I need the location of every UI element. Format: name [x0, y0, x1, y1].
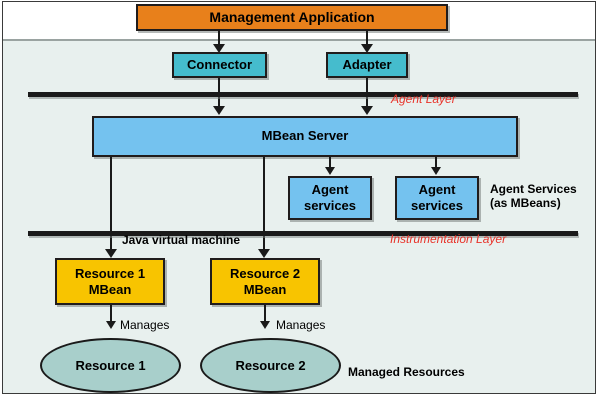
node-adapter[interactable]: Adapter [326, 52, 408, 78]
agent-services-1-line2: services [303, 198, 357, 213]
manages-label-1: Manages [120, 318, 170, 332]
agent-layer-divider [28, 92, 578, 97]
agent-services-2-line2: services [410, 198, 464, 213]
agent-services-1-line1: Agent [311, 182, 349, 198]
edge-mbean-server-to-agent-service-1 [329, 157, 331, 169]
edge-mbean-server-to-resource-1-mbean [110, 157, 112, 251]
edge-manages-2-arrow [260, 321, 270, 329]
agent-layer-label: Agent Layer [391, 92, 456, 106]
edge-agent-service-1-arrow [325, 167, 335, 175]
agent-services-caption-line1: Agent Services [490, 182, 577, 196]
background-divider [3, 39, 595, 41]
edge-resource-1-mbean-arrow [105, 249, 117, 258]
resource-2-mbean-line1: Resource 2 [229, 265, 301, 281]
edge-mbean-server-to-resource-2-mbean [263, 157, 265, 251]
resource-1-mbean-line1: Resource 1 [74, 265, 146, 281]
node-resource-2[interactable]: Resource 2 [200, 338, 341, 393]
edge-resource-2-mbean-arrow [258, 249, 270, 258]
resource-2-mbean-line2: MBean [243, 281, 287, 297]
resource-1-mbean-line2: MBean [88, 281, 132, 297]
edge-connector-to-mbean-server-arrow [213, 106, 225, 115]
edge-mgmt-to-connector [218, 31, 220, 46]
edge-resource-1-mbean-to-resource-1 [110, 305, 112, 323]
node-agent-services-2[interactable]: Agent services [395, 176, 479, 220]
edge-mgmt-to-connector-arrow [213, 44, 225, 53]
edge-adapter-to-mbean-server-arrow [361, 106, 373, 115]
edge-resource-2-mbean-to-resource-2 [264, 305, 266, 323]
instrumentation-layer-divider [28, 231, 578, 236]
agent-services-caption-line2: (as MBeans) [490, 196, 561, 211]
instrumentation-layer-label: Instrumentation Layer [390, 232, 507, 246]
node-management-application[interactable]: Management Application [136, 4, 448, 31]
edge-mgmt-to-adapter [366, 31, 368, 46]
edge-mgmt-to-adapter-arrow [361, 44, 373, 53]
node-mbean-server[interactable]: MBean Server [92, 116, 518, 157]
node-resource-1-mbean[interactable]: Resource 1 MBean [55, 258, 165, 305]
agent-services-2-line1: Agent [418, 182, 456, 198]
agent-services-caption: Agent Services (as MBeans) [490, 182, 577, 211]
node-resource-2-mbean[interactable]: Resource 2 MBean [210, 258, 320, 305]
edge-manages-1-arrow [106, 321, 116, 329]
node-resource-1[interactable]: Resource 1 [40, 338, 181, 393]
edge-mbean-server-to-agent-service-2 [435, 157, 437, 169]
node-agent-services-1[interactable]: Agent services [288, 176, 372, 220]
node-connector[interactable]: Connector [172, 52, 267, 78]
java-virtual-machine-label: Java virtual machine [122, 233, 241, 247]
managed-resources-caption: Managed Resources [348, 365, 465, 379]
manages-label-2: Manages [276, 318, 326, 332]
edge-agent-service-2-arrow [431, 167, 441, 175]
